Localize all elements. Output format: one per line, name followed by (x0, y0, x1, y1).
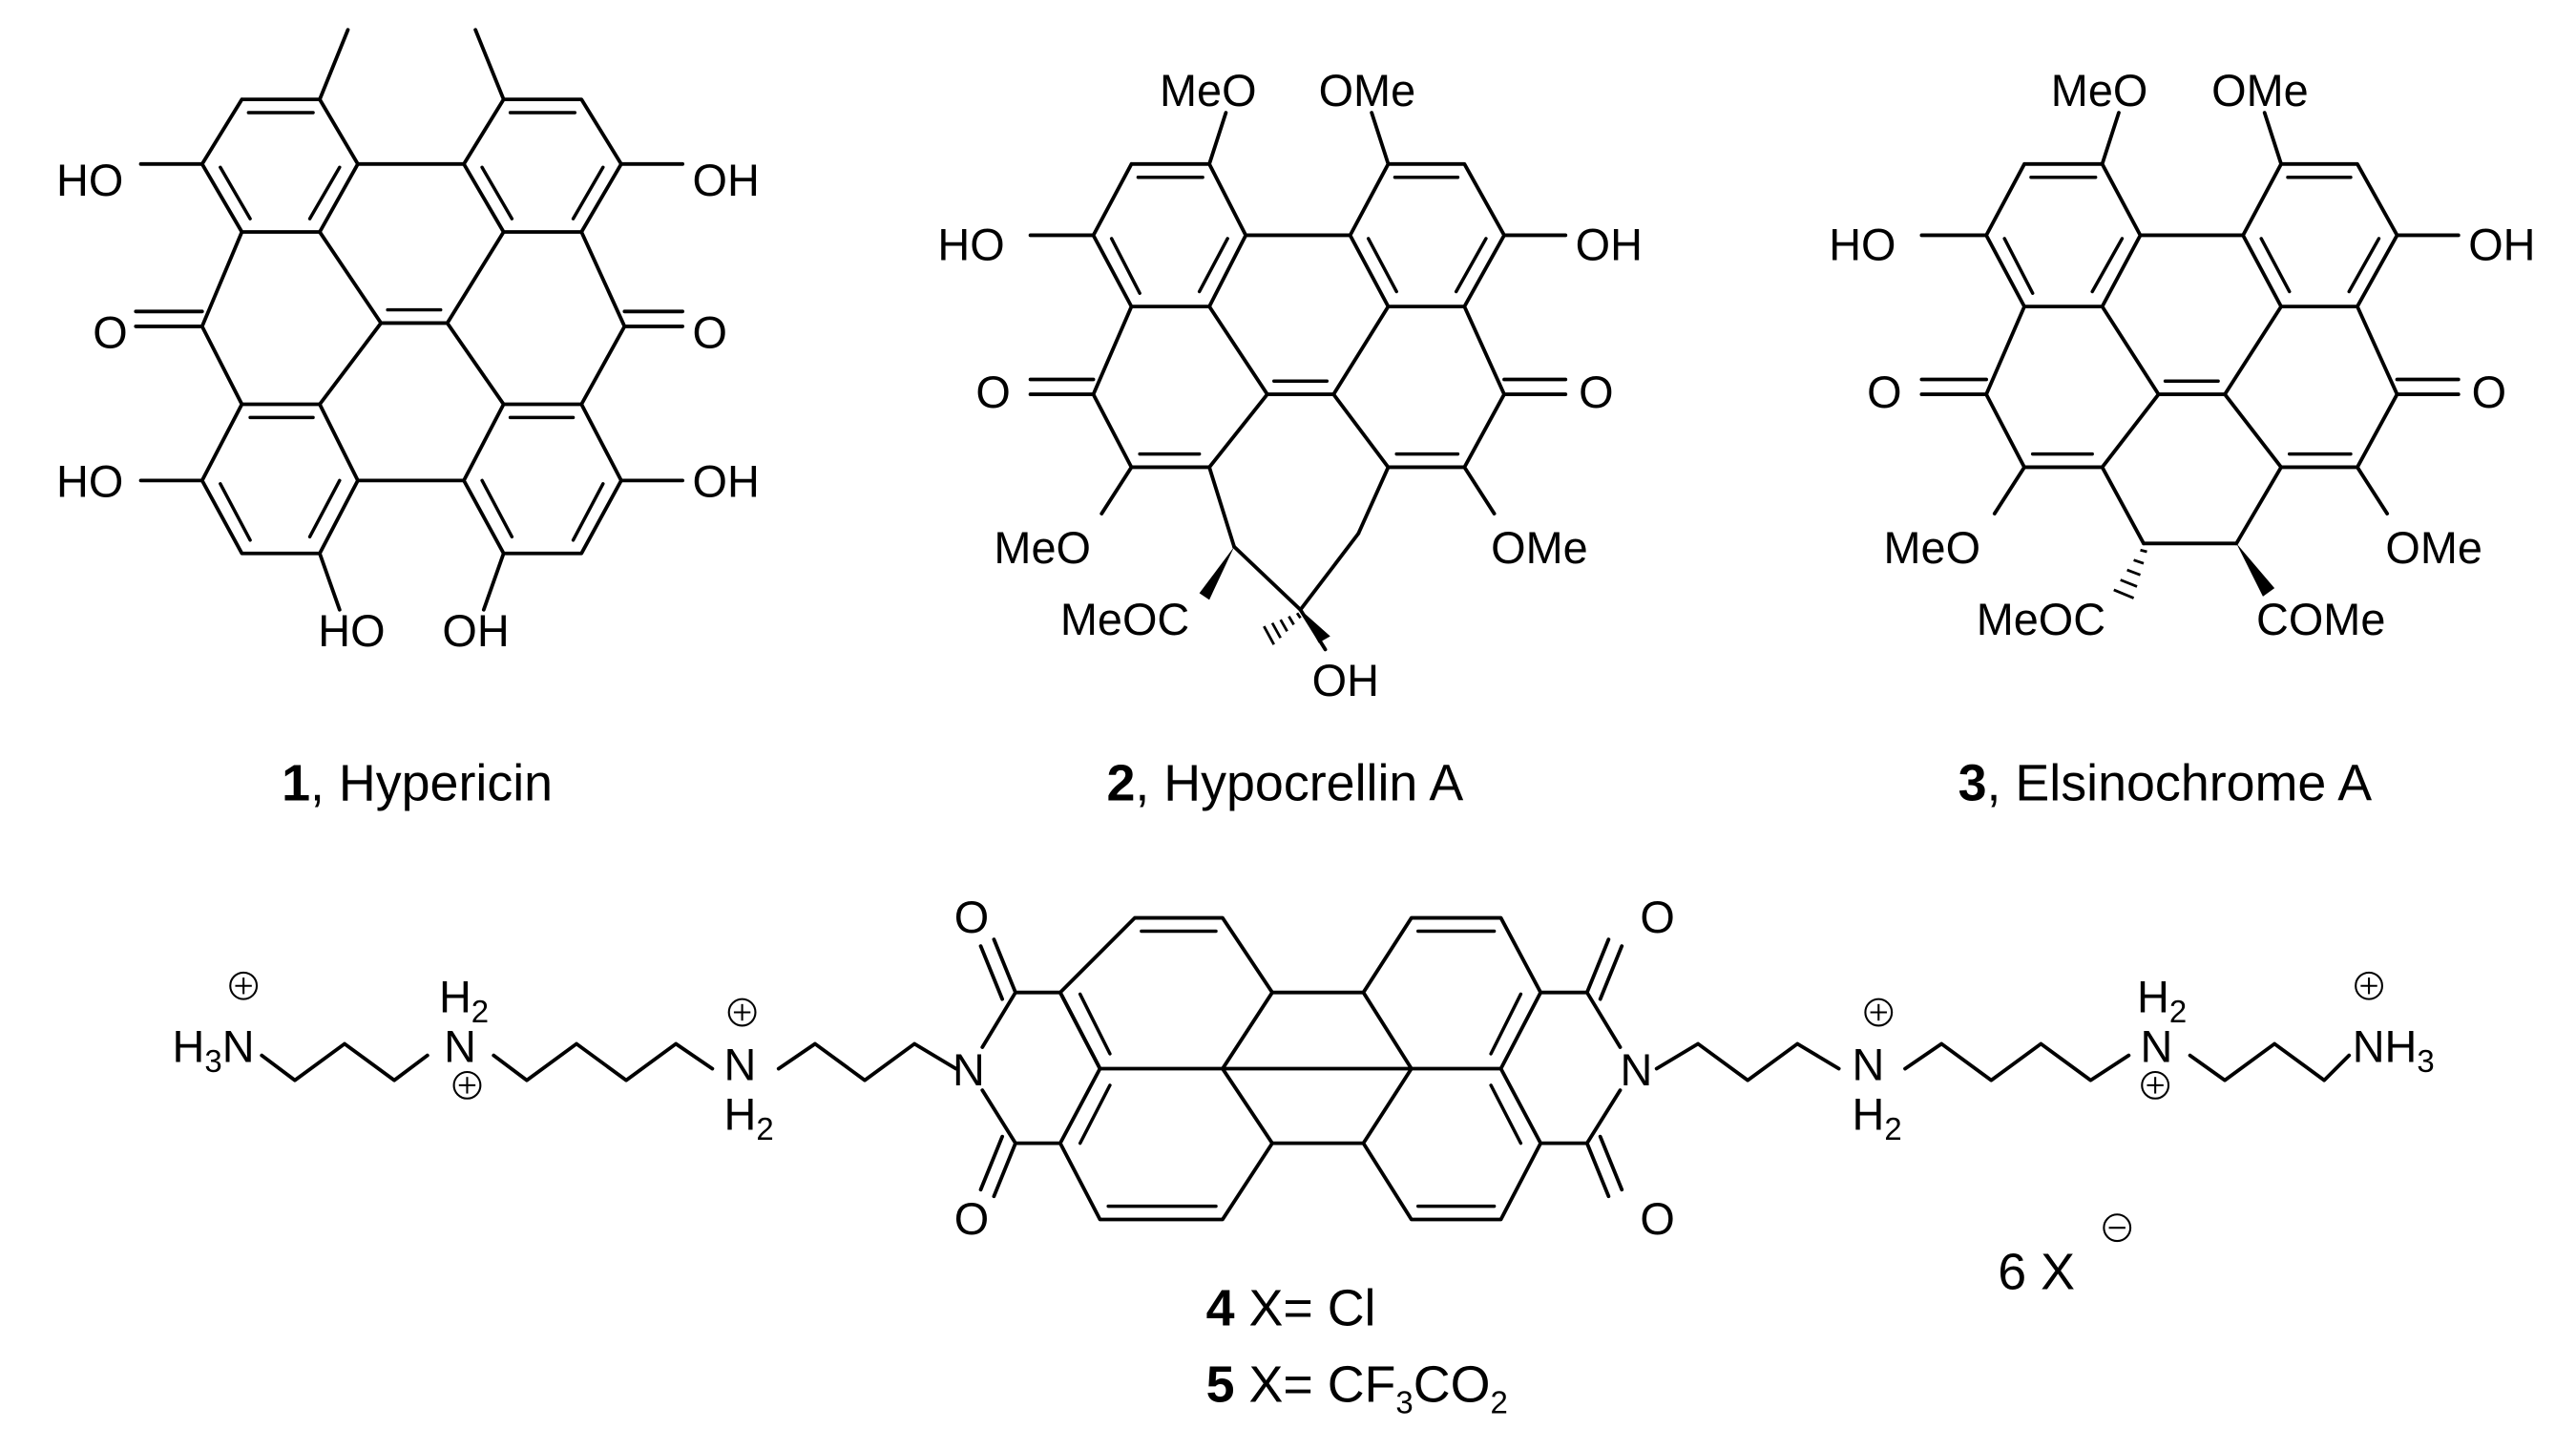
elsinochrome-meo-label: MeO (1883, 523, 1980, 573)
ammonium-n-label: N (724, 1040, 757, 1090)
elsinochrome-ome-label: OMe (2211, 66, 2309, 116)
charge-plus-icon (1864, 998, 1894, 1027)
compound-4-caption: 4 X= Cl (1206, 1280, 1376, 1337)
charge-plus-icon (229, 971, 259, 1000)
perylene-skeleton (260, 915, 2352, 1222)
ammonium-n-label: N (444, 1022, 476, 1072)
imide-o-label: O (954, 1194, 989, 1244)
compound-3-caption: 3, Elsinochrome A (1958, 754, 2373, 811)
ammonium-h2-label: H2 (1853, 1090, 1902, 1146)
compound-2-caption: 2, Hypocrellin A (1106, 754, 1463, 811)
charge-minus-icon (2103, 1213, 2132, 1243)
hypocrellin-ome-label: OMe (1319, 66, 1416, 116)
compound-5-caption: 5 X= CF3CO2 (1206, 1355, 1508, 1419)
hypocrellin-meoc-label: MeOC (1060, 595, 1189, 644)
imide-n-left: N (953, 1045, 985, 1095)
terminal-nh3-left: H3N (173, 1022, 255, 1079)
ammonium-h2-label: H2 (724, 1090, 774, 1146)
hypocrellin-structure: MeO OMe HO OH O O MeO OMe MeOC OH 2, Hyp… (937, 66, 1643, 811)
imide-o-label: O (1640, 893, 1674, 942)
hypericin-structure: HO OH O O HO OH HO OH 1, Hypericin (56, 28, 760, 811)
hypericin-oh-label: OH (442, 606, 509, 656)
elsinochrome-oh-label: OH (2468, 221, 2535, 270)
counterion-label: 6 X (1998, 1243, 2075, 1300)
terminal-nh3-right: NH3 (2353, 1022, 2435, 1079)
hypericin-ho-label: HO (56, 156, 123, 205)
charge-plus-icon (2355, 971, 2383, 1000)
hypericin-oh-label: OH (693, 457, 760, 507)
hypocrellin-meo-label: MeO (1160, 66, 1257, 116)
elsinochrome-ho-label: HO (1829, 221, 1895, 270)
elsinochrome-skeleton (1919, 111, 2461, 599)
charge-plus-icon (727, 998, 757, 1027)
imide-o-label: O (954, 893, 989, 942)
compound-1-caption: 1, Hypericin (282, 754, 553, 811)
hypocrellin-ho-label: HO (937, 221, 1004, 270)
hypericin-oh-label: OH (693, 156, 760, 205)
hypocrellin-skeleton (1028, 111, 1568, 652)
hypericin-ho-label: HO (318, 606, 385, 656)
ammonium-h2-label: H2 (2137, 973, 2187, 1029)
charge-plus-icon (452, 1070, 482, 1100)
hypocrellin-o-label: O (1579, 368, 1613, 417)
elsinochrome-meo-label: MeO (2051, 66, 2148, 116)
ammonium-n-label: N (2141, 1022, 2173, 1072)
elsinochrome-o-label: O (1867, 368, 1901, 417)
elsinochrome-come-label: COMe (2256, 595, 2385, 644)
hypocrellin-ome-label: OMe (1491, 523, 1588, 573)
elsinochrome-meoc-label: MeOC (1977, 595, 2105, 644)
elsinochrome-ome-label: OMe (2385, 523, 2482, 573)
charge-plus-icon (2141, 1070, 2170, 1100)
hypocrellin-oh-label: OH (1312, 656, 1379, 705)
hypericin-skeleton (134, 28, 685, 612)
hypocrellin-oh-label: OH (1576, 221, 1643, 270)
elsinochrome-o-label: O (2472, 368, 2506, 417)
hypericin-o-label: O (93, 307, 127, 357)
hypericin-ho-label: HO (56, 457, 123, 507)
perylene-bisimide-structure: H3N H2 N N H2 N O O N O O N H2 H2 N NH3 … (173, 893, 2435, 1419)
imide-o-label: O (1640, 1194, 1674, 1244)
ammonium-h2-label: H2 (439, 973, 489, 1029)
hypocrellin-o-label: O (975, 368, 1010, 417)
hypericin-o-label: O (693, 307, 727, 357)
hypocrellin-meo-label: MeO (994, 523, 1091, 573)
imide-n-right: N (1621, 1045, 1653, 1095)
ammonium-n-label: N (1853, 1040, 1885, 1090)
elsinochrome-structure: MeO OMe HO OH O O MeO OMe MeOC COMe 3, E… (1829, 66, 2535, 811)
